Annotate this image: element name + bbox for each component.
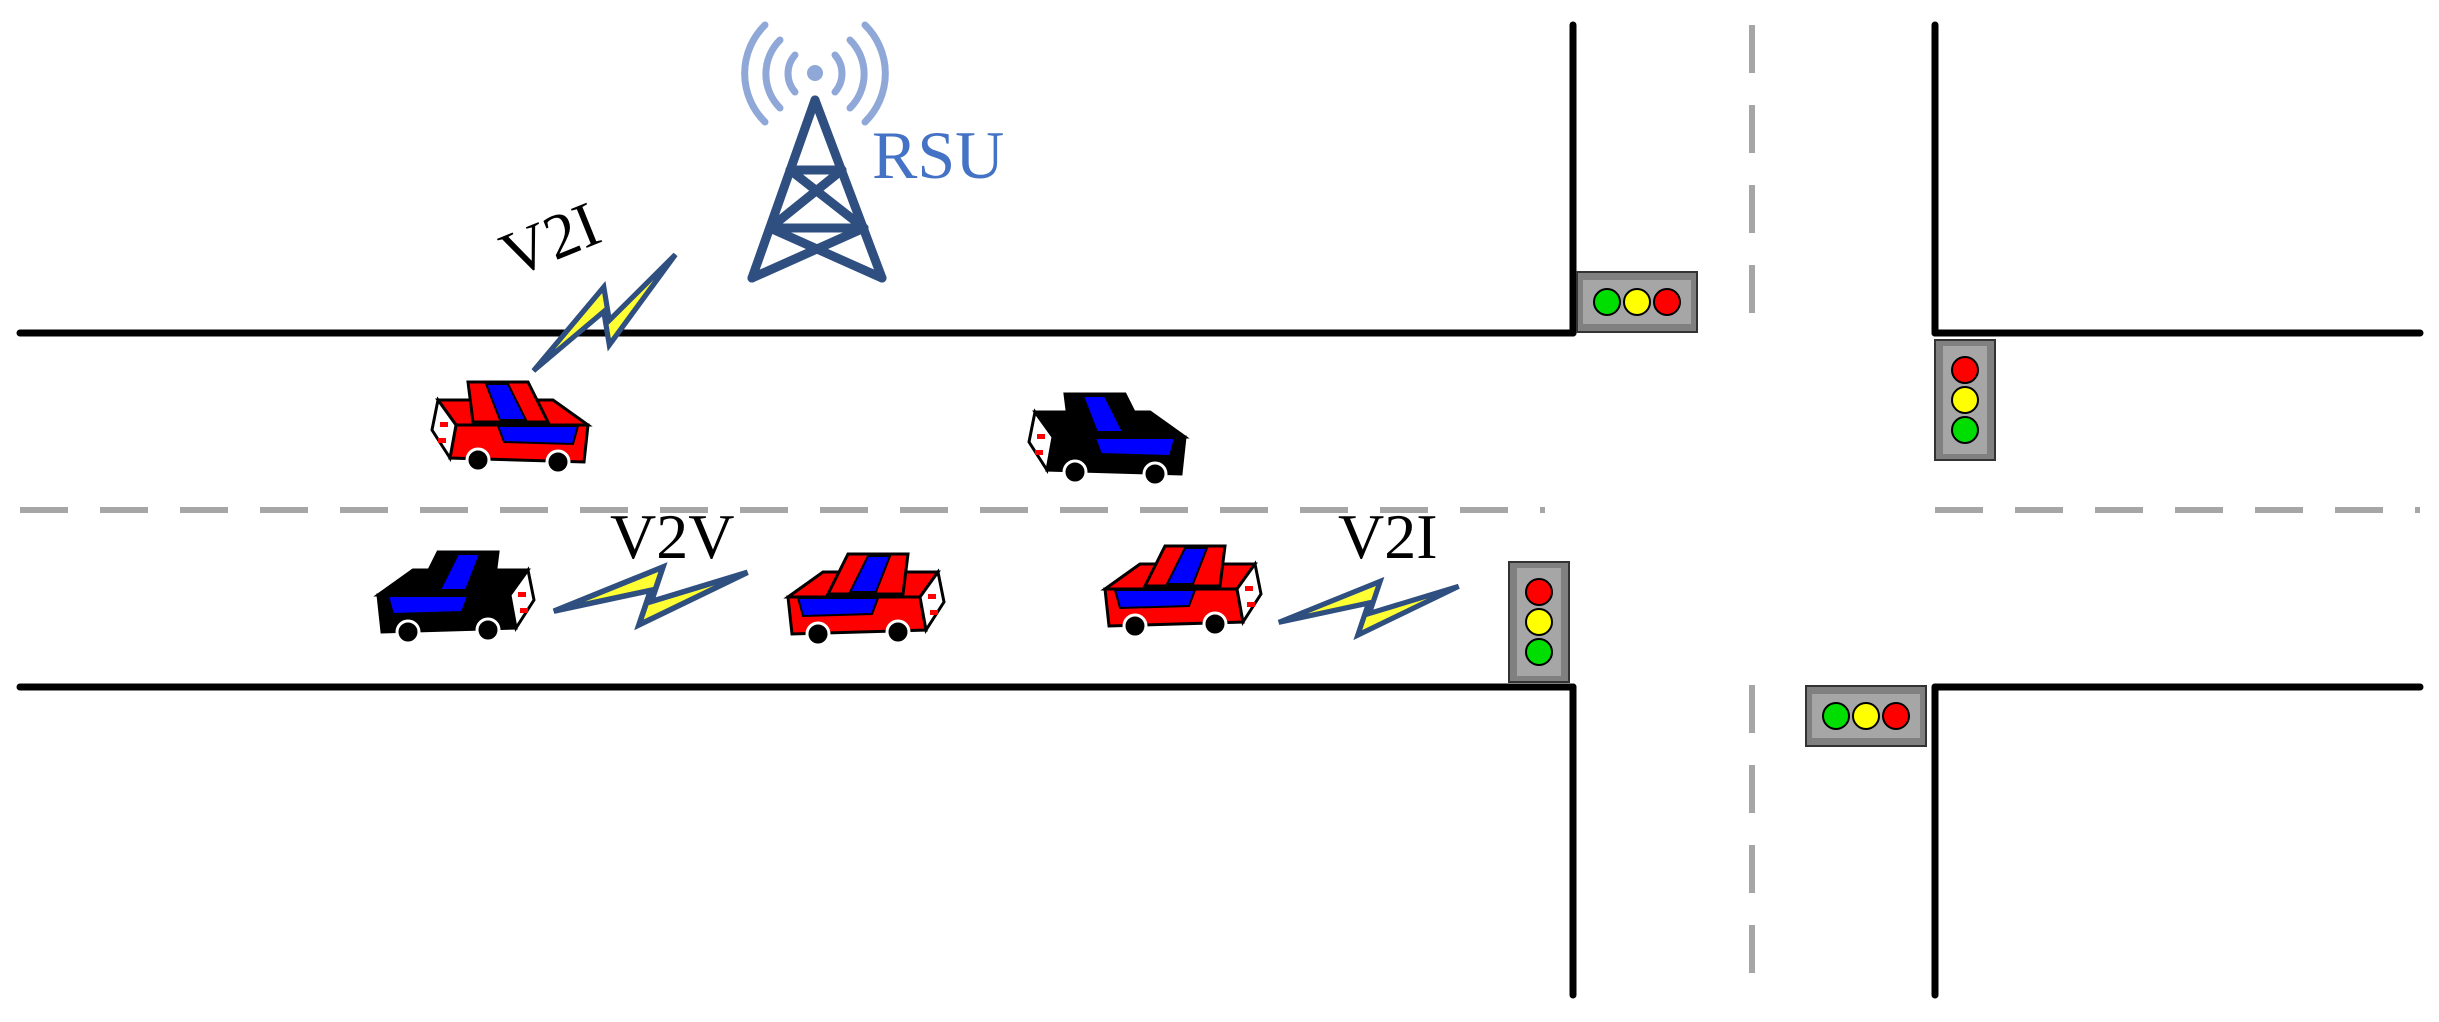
v2i-light-label: V2I: [1338, 501, 1438, 572]
car-icon: [1103, 544, 1263, 639]
lane-markings: [20, 25, 2420, 995]
traffic-light-icon: [1805, 685, 1927, 747]
v2v-label: V2V: [610, 501, 734, 572]
v2i-rsu-label: V2I: [491, 188, 610, 291]
traffic-light-icon: [1934, 339, 1996, 461]
car-icon: [1027, 392, 1187, 487]
traffic-light-icon: [1576, 271, 1698, 333]
rsu-tower-icon: [747, 95, 887, 283]
car-icon: .cb{stroke:#000;stroke-width:3}: [430, 380, 590, 475]
road-edges: [16, 21, 2424, 999]
rsu-label: RSU: [872, 117, 1004, 193]
traffic-light-icon: [1508, 561, 1570, 683]
wireless-bolt-icon: [1276, 576, 1461, 641]
car-icon: [786, 552, 946, 647]
rsu-signal-icon: [741, 21, 889, 126]
car-icon: [376, 550, 536, 645]
